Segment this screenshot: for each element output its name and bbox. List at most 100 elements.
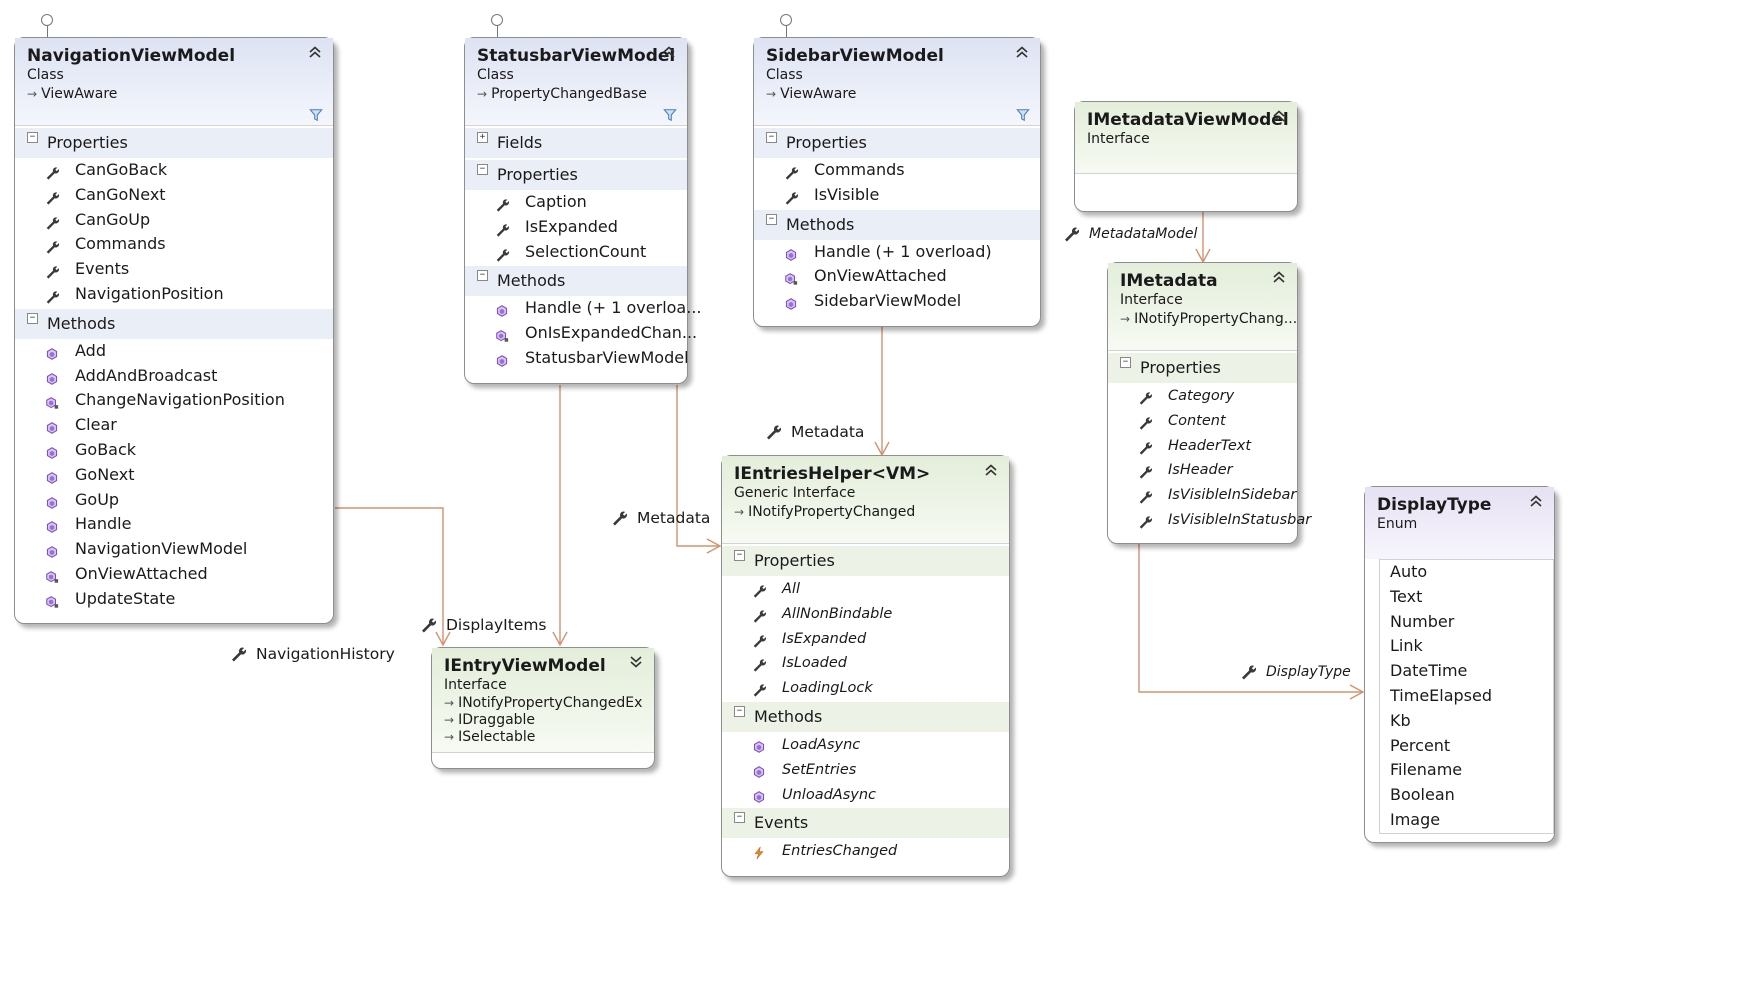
section-header-events[interactable]: −Events bbox=[722, 808, 1009, 839]
member-row[interactable]: GoBack bbox=[15, 438, 333, 463]
collapse-icon[interactable]: − bbox=[734, 812, 745, 824]
member-row[interactable]: IsHeader bbox=[1108, 457, 1297, 482]
member-row[interactable]: IsExpanded bbox=[465, 215, 687, 240]
section-header-methods[interactable]: −Methods bbox=[15, 308, 333, 339]
enum-value[interactable]: DateTime bbox=[1390, 661, 1468, 681]
member-row[interactable]: OnViewAttached bbox=[754, 264, 1040, 289]
member-row[interactable]: Commands bbox=[754, 158, 1040, 183]
member-row[interactable]: LoadingLock bbox=[722, 675, 1009, 700]
member-row[interactable]: Add bbox=[15, 339, 333, 364]
collapse-icon[interactable]: − bbox=[734, 705, 745, 717]
section-header-properties[interactable]: −Properties bbox=[754, 128, 1040, 158]
enum-value[interactable]: Boolean bbox=[1390, 785, 1455, 805]
section-header-methods[interactable]: −Methods bbox=[465, 266, 687, 297]
member-name: AddAndBroadcast bbox=[75, 365, 218, 385]
collapse-toggle-icon[interactable] bbox=[1014, 44, 1030, 60]
member-row[interactable]: Handle (+ 1 overloa... bbox=[465, 296, 701, 321]
collapse-icon[interactable]: − bbox=[734, 550, 745, 561]
collapse-icon[interactable]: − bbox=[27, 132, 38, 143]
collapse-toggle-icon[interactable] bbox=[1271, 269, 1287, 285]
member-row[interactable]: UnloadAsync bbox=[722, 782, 1009, 807]
collapse-toggle-icon[interactable] bbox=[1271, 108, 1287, 124]
enum-value[interactable]: Kb bbox=[1390, 710, 1411, 730]
collapse-toggle-icon[interactable] bbox=[307, 44, 323, 60]
lollipop-stem bbox=[786, 25, 787, 39]
enum-value[interactable]: Text bbox=[1390, 586, 1423, 606]
member-row[interactable]: Caption bbox=[465, 190, 687, 215]
enum-value[interactable]: Filename bbox=[1390, 760, 1463, 780]
ientrieshelper-interface-shape[interactable]: IEntriesHelper<VM>Generic Interface→INot… bbox=[721, 455, 1010, 877]
inheritance-label: →PropertyChangedBase bbox=[477, 85, 675, 104]
member-row[interactable]: SidebarViewModel bbox=[754, 289, 1040, 314]
member-row[interactable]: UpdateState bbox=[15, 587, 333, 612]
collapse-toggle-icon[interactable] bbox=[983, 462, 999, 478]
section-header-methods[interactable]: −Methods bbox=[722, 701, 1009, 732]
member-row[interactable]: GoUp bbox=[15, 488, 333, 513]
section-header-fields[interactable]: +Fields bbox=[465, 128, 687, 158]
member-row[interactable]: GoNext bbox=[15, 463, 333, 488]
filter-icon[interactable] bbox=[309, 107, 323, 122]
enum-value[interactable]: Image bbox=[1390, 809, 1441, 829]
member-row[interactable]: AddAndBroadcast bbox=[15, 364, 333, 389]
member-row[interactable]: SetEntries bbox=[722, 757, 1009, 782]
member-row[interactable]: IsVisible bbox=[754, 183, 1040, 208]
member-row[interactable]: NavigationViewModel bbox=[15, 537, 333, 562]
member-row[interactable]: CanGoNext bbox=[15, 183, 333, 208]
member-row[interactable]: StatusbarViewModel bbox=[465, 346, 689, 371]
section-header-properties[interactable]: −Properties bbox=[465, 160, 687, 190]
filter-icon[interactable] bbox=[663, 107, 677, 122]
enum-value[interactable]: Link bbox=[1390, 636, 1423, 656]
section-title: Methods bbox=[47, 313, 116, 333]
member-row[interactable]: SelectionCount bbox=[465, 240, 687, 265]
collapse-icon[interactable]: − bbox=[1120, 357, 1131, 368]
member-row[interactable]: IsExpanded bbox=[722, 626, 1009, 651]
collapse-toggle-icon[interactable] bbox=[1528, 493, 1544, 509]
member-row[interactable]: HeaderText bbox=[1108, 433, 1297, 458]
enum-value[interactable]: TimeElapsed bbox=[1390, 685, 1493, 705]
collapse-toggle-icon[interactable] bbox=[628, 654, 644, 670]
member-row[interactable]: Handle bbox=[15, 512, 333, 537]
member-row[interactable]: Category bbox=[1108, 383, 1297, 408]
member-row[interactable]: CanGoUp bbox=[15, 208, 333, 233]
enum-value[interactable]: Percent bbox=[1390, 735, 1451, 755]
member-row[interactable]: IsLoaded bbox=[722, 650, 1009, 675]
expand-icon[interactable]: + bbox=[477, 132, 488, 143]
member-row[interactable]: Handle (+ 1 overload) bbox=[754, 240, 1040, 265]
collapse-icon[interactable]: − bbox=[477, 164, 488, 175]
section-header-methods[interactable]: −Methods bbox=[754, 209, 1040, 240]
member-row[interactable]: NavigationPosition bbox=[15, 282, 333, 307]
member-row[interactable]: LoadAsync bbox=[722, 732, 1009, 757]
filter-icon[interactable] bbox=[1016, 107, 1030, 122]
enum-value[interactable]: Auto bbox=[1390, 562, 1428, 581]
member-row[interactable]: OnIsExpandedChan... bbox=[465, 321, 697, 346]
member-row[interactable]: Commands bbox=[15, 232, 333, 257]
member-row[interactable]: OnViewAttached bbox=[15, 562, 333, 587]
section-header-properties[interactable]: −Properties bbox=[15, 128, 333, 158]
collapse-icon[interactable]: − bbox=[27, 312, 38, 324]
section-header-properties[interactable]: −Properties bbox=[722, 546, 1009, 576]
member-row[interactable]: CanGoBack bbox=[15, 158, 333, 183]
collapse-icon[interactable]: − bbox=[477, 270, 488, 282]
collapse-toggle-icon[interactable] bbox=[661, 44, 677, 60]
member-row[interactable]: Clear bbox=[15, 413, 333, 438]
member-row[interactable]: ChangeNavigationPosition bbox=[15, 388, 333, 413]
member-row[interactable]: IsVisibleInStatusbar bbox=[1108, 507, 1311, 532]
member-row[interactable]: Content bbox=[1108, 408, 1297, 433]
enum-value[interactable]: Number bbox=[1390, 611, 1455, 631]
member-row[interactable]: Events bbox=[15, 257, 333, 282]
member-row[interactable]: EntriesChanged bbox=[722, 838, 1009, 863]
section-header-properties[interactable]: −Properties bbox=[1108, 353, 1297, 383]
member-row[interactable]: AllNonBindable bbox=[722, 601, 1009, 626]
collapse-icon[interactable]: − bbox=[766, 213, 777, 225]
member-row[interactable]: All bbox=[722, 576, 1009, 601]
member-row[interactable]: IsVisibleInSidebar bbox=[1108, 482, 1297, 507]
collapse-icon[interactable]: − bbox=[766, 132, 777, 143]
